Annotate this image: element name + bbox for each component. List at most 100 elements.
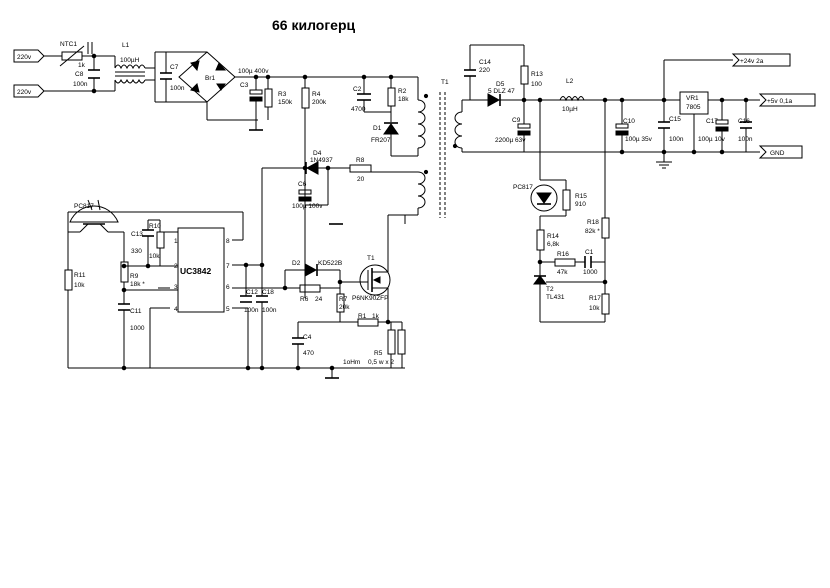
r2-value: 18k: [398, 96, 409, 103]
r6-value: 24: [315, 296, 323, 303]
r8-value: 20: [357, 176, 365, 183]
mosfet-p6nk90zfp: T1 P6NK90ZFP: [352, 214, 405, 322]
l1-ref: L1: [122, 42, 130, 49]
r8-ref: R8: [356, 157, 365, 164]
input-port-bottom: 220v: [13, 84, 45, 98]
r10-ref: R10: [149, 223, 161, 230]
r11-ref: R11: [74, 272, 86, 279]
c15-ref: C15: [669, 116, 681, 123]
snubber-network: C2 4700 R2 18k D1 FR207: [351, 77, 409, 144]
r7-value: 20k: [339, 304, 350, 311]
capacitor-c16: C16 100n: [738, 100, 753, 152]
r15-value: 910: [575, 201, 586, 208]
c15-value: 100n: [669, 136, 684, 143]
capacitor-c15: C15 100n: [658, 100, 684, 152]
t1-ref: T1: [441, 79, 449, 86]
c14-value: 220: [479, 67, 490, 74]
c16-value: 100n: [738, 136, 753, 143]
uc3842-pin-7: 7: [226, 263, 230, 270]
ntc-thermistor: NTC1 1k: [59, 41, 93, 69]
mosfet-value: P6NK90ZFP: [352, 295, 389, 302]
l2-ref: L2: [566, 78, 574, 85]
pc817-left-ref: PC817: [74, 203, 94, 210]
c9-ref: C9: [512, 117, 521, 124]
output-port-5v: +5v 0,1a: [758, 93, 816, 107]
input-port-bottom-label: 220v: [17, 89, 32, 96]
input-port-top-label: 220v: [17, 54, 32, 61]
c8-ref: C8: [75, 71, 84, 78]
capacitor-c17: C17 100µ 10v: [698, 100, 729, 152]
output-port-gnd-label: GND: [770, 150, 785, 157]
r7-ref: R7: [339, 296, 348, 303]
output-port-5v-label: +5v 0,1a: [767, 98, 793, 105]
uc3842-pin-6: 6: [226, 284, 230, 291]
r5-ref: R5: [374, 350, 383, 357]
r16-value: 47k: [557, 269, 568, 276]
r18-value: 82k *: [585, 228, 600, 235]
vr1-ref: VR1: [686, 95, 699, 102]
r13-value: 100: [531, 81, 542, 88]
resistor-r3: R3 150k: [264, 77, 293, 120]
pwm-controller-uc3842: UC3842 1 2 3 4 5 6 7 8: [149, 212, 285, 368]
capacitor-c8: C8 100n: [73, 69, 100, 88]
r4-value: 200k: [312, 99, 327, 106]
pc817-right-ref: PC817: [513, 184, 533, 191]
c2-value: 4700: [351, 106, 366, 113]
ntc-value: 1k: [78, 62, 86, 69]
uc3842-pin-2: 2: [174, 263, 178, 270]
r18-ref: R18: [587, 219, 599, 226]
c7-value: 100n: [170, 85, 185, 92]
d4-value: 1N4937: [310, 157, 333, 164]
c17-value: 100µ 10v: [698, 136, 726, 143]
r16-ref: R16: [557, 251, 569, 258]
r3-value: 150k: [278, 99, 293, 106]
d5-value: 5 DLZ 47: [488, 88, 515, 95]
transformer-t1: T1: [390, 77, 463, 218]
uc3842-pin-1: 1: [174, 238, 178, 245]
bridge-rectifier-br1: Br1: [178, 51, 268, 121]
c2-ref: C2: [353, 86, 362, 93]
r14-value: 6,8k: [547, 241, 560, 248]
gate-driver: D2 KD522B R6 24 R7 20k: [284, 260, 360, 318]
d2-value: KD522B: [318, 260, 342, 267]
t2-value: TL431: [546, 294, 565, 301]
uc3842-pin-5: 5: [226, 306, 230, 313]
c3-ref: C3: [240, 82, 249, 89]
c6-value: 100µ 100v: [292, 203, 323, 210]
vr1-value: 7805: [686, 104, 701, 111]
feedback-network: PC817 R15 910 R14 6,8k R16 47k C1 1000 R…: [513, 100, 610, 323]
d5-ref: D5: [496, 81, 505, 88]
r15-ref: R15: [575, 193, 587, 200]
c4-value: 470: [303, 350, 314, 357]
mosfet-ref: T1: [367, 255, 375, 262]
optocoupler-transistor: PC817: [68, 199, 124, 233]
output-port-24v: +24v 2a: [731, 53, 791, 67]
c12-ref: C12: [246, 289, 258, 296]
c18-ref: C18: [262, 289, 274, 296]
output-port-gnd: GND: [758, 145, 803, 159]
capacitor-c10: C10 100µ 35v: [615, 100, 653, 152]
r9-ref: R9: [130, 273, 139, 280]
c11-value: 1000: [130, 325, 145, 332]
c14-ref: C14: [479, 59, 491, 66]
r3-ref: R3: [278, 91, 287, 98]
inductor-l2: L2 10µH: [556, 78, 585, 113]
d1-ref: D1: [373, 125, 382, 132]
c10-value: 100µ 35v: [625, 136, 653, 143]
input-wiring: [44, 55, 115, 92]
uc3842-pin-4: 4: [174, 306, 178, 313]
regulator-vr1: VR1 7805: [664, 91, 760, 152]
c17-ref: C17: [706, 118, 718, 125]
uc3842-name: UC3842: [180, 266, 211, 276]
c13-value: 330: [131, 248, 142, 255]
junction-dots: [91, 53, 749, 371]
uc3842-pin-3: 3: [174, 284, 178, 291]
c1-value: 1000: [583, 269, 598, 276]
capacitor-c7: C7 100n: [154, 51, 207, 103]
r5-value-b: 0,5 w x 2: [368, 359, 394, 366]
c8-value: 100n: [73, 81, 88, 88]
c4-ref: C4: [303, 334, 312, 341]
control-left-wiring: C13 330 R10 10k R9 18k * C11 1000 R11 10…: [64, 211, 405, 369]
r1-value: 1k: [372, 313, 380, 320]
ntc-ref: NTC1: [60, 41, 77, 48]
